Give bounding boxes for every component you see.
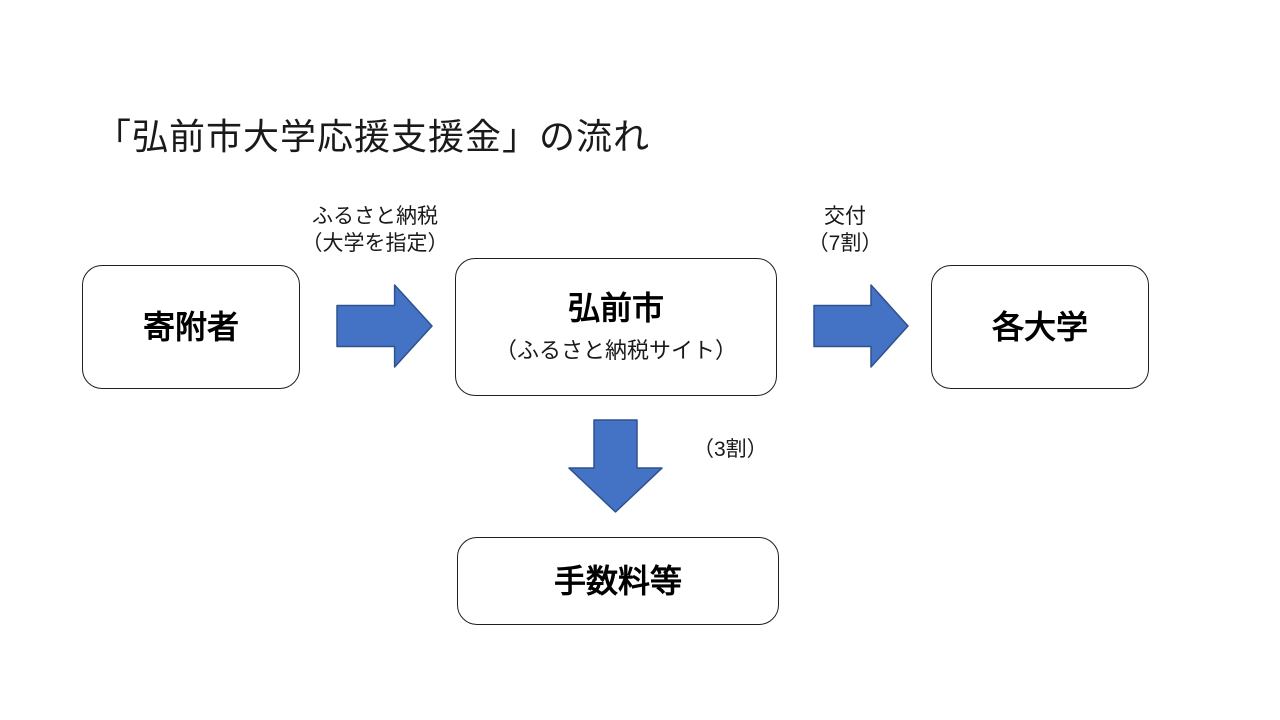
edge-label-grant: 交付 （7割） [790, 203, 900, 257]
edge-label-grant-line2: （7割） [807, 232, 883, 255]
edge-label-donation-line2: （大学を指定） [301, 232, 449, 255]
node-city-label: 弘前市 [567, 289, 664, 326]
node-donor: 寄附者 [82, 265, 300, 389]
arrow-right-icon [336, 284, 433, 368]
node-donor-label: 寄附者 [142, 308, 239, 345]
page-title: 「弘前市大学応援支援金」の流れ [95, 116, 651, 157]
node-fees-label: 手数料等 [553, 562, 682, 599]
node-city-sublabel: （ふるさと納税サイト） [494, 338, 737, 364]
node-universities-label: 各大学 [991, 308, 1088, 345]
node-city: 弘前市 （ふるさと納税サイト） [455, 258, 777, 396]
arrow-down-icon [568, 419, 663, 513]
edge-label-donation-line1: ふるさと納税 [312, 205, 438, 228]
edge-label-grant-line1: 交付 [824, 205, 866, 228]
node-fees: 手数料等 [457, 537, 779, 625]
edge-label-donation: ふるさと納税 （大学を指定） [280, 203, 470, 257]
node-universities: 各大学 [931, 265, 1149, 389]
arrow-right-icon [813, 284, 909, 368]
edge-label-fee-share: （3割） [693, 438, 768, 461]
